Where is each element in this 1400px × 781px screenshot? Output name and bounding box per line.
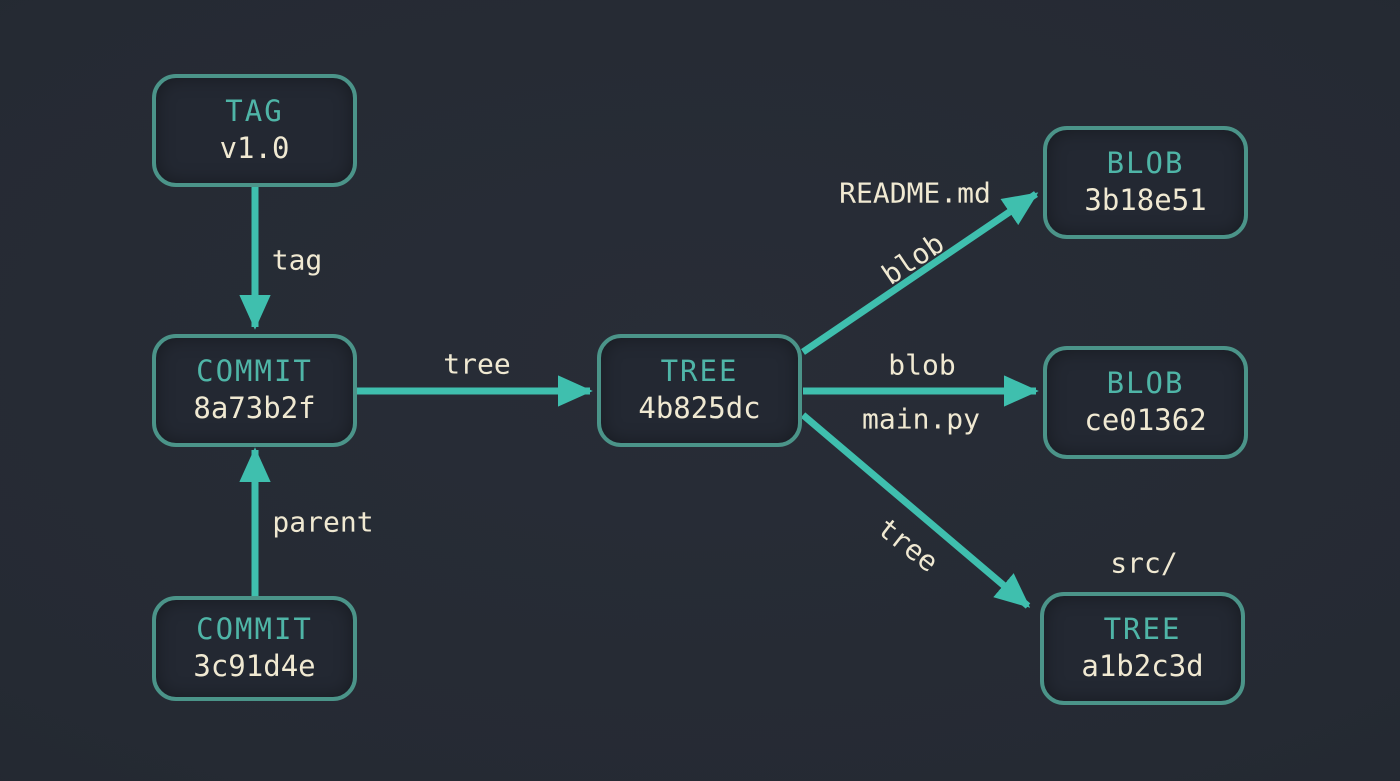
node-blob-readme: BLOB 3b18e51	[1043, 126, 1248, 239]
label-file-readme: README.md	[839, 176, 991, 210]
label-edge-parent: parent	[272, 505, 374, 539]
node-tag: TAG v1.0	[152, 74, 357, 187]
node-blob-main-id: ce01362	[1084, 403, 1207, 437]
node-tree-root-type: TREE	[660, 354, 739, 389]
node-blob-readme-type: BLOB	[1106, 146, 1185, 181]
node-commit-head-id: 8a73b2f	[193, 391, 316, 425]
label-edge-tag: tag	[271, 243, 323, 277]
node-tag-id: v1.0	[219, 131, 290, 165]
node-tree-src: TREE a1b2c3d	[1040, 592, 1245, 705]
node-commit-parent: COMMIT 3c91d4e	[152, 596, 357, 701]
label-edge-blob-main: blob	[888, 348, 956, 382]
edge-blob-readme-arrow	[801, 191, 1039, 355]
label-edge-tree: tree	[443, 347, 511, 381]
node-tree-src-type: TREE	[1103, 612, 1182, 647]
node-commit-parent-id: 3c91d4e	[193, 649, 316, 683]
node-commit-parent-type: COMMIT	[196, 612, 313, 647]
label-file-main-py: main.py	[861, 402, 981, 436]
node-commit-head-type: COMMIT	[196, 354, 313, 389]
node-blob-readme-id: 3b18e51	[1084, 183, 1207, 217]
node-blob-main: BLOB ce01362	[1043, 346, 1248, 459]
node-tree-root-id: 4b825dc	[638, 391, 761, 425]
node-blob-main-type: BLOB	[1106, 366, 1185, 401]
node-tree-root: TREE 4b825dc	[597, 334, 802, 447]
node-commit-head: COMMIT 8a73b2f	[152, 334, 357, 447]
node-tag-type: TAG	[225, 94, 284, 129]
edge-tree-src-arrow	[800, 412, 1031, 609]
node-tree-src-id: a1b2c3d	[1081, 649, 1204, 683]
label-file-src: src/	[1110, 546, 1178, 580]
